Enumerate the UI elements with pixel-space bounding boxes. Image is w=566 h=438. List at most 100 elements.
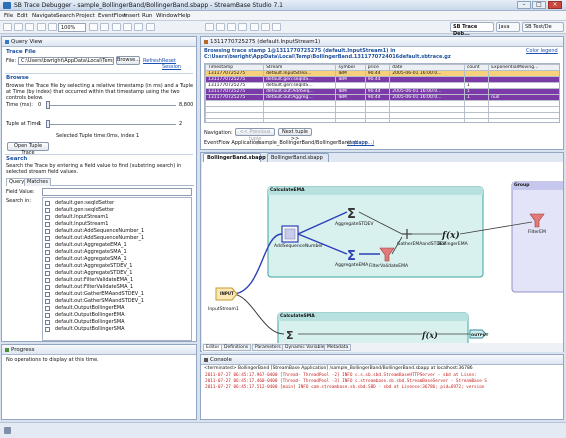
refresh-link[interactable]: Refresh — [143, 58, 162, 64]
minimize-button[interactable]: – — [517, 1, 531, 9]
bollinger-sma-icon[interactable]: f(x) — [421, 330, 438, 340]
arc-addseq-to-stdev[interactable] — [297, 211, 348, 235]
filter-validate-ema-icon[interactable] — [379, 247, 395, 262]
tab-editor[interactable]: Editor — [203, 344, 223, 351]
run-icon[interactable] — [205, 23, 214, 31]
tab-definitions[interactable]: Definitions — [221, 344, 252, 351]
zoom-out-icon[interactable] — [100, 23, 109, 31]
tab-metadata[interactable]: Metadata — [324, 344, 352, 351]
search-field-checkbox[interactable] — [45, 257, 50, 262]
maximize-button[interactable]: □ — [532, 1, 546, 9]
menu-run[interactable]: Run — [142, 13, 153, 19]
tab-parameters[interactable]: Parameters — [252, 344, 284, 351]
gather-ema-stdev-icon[interactable] — [402, 229, 412, 239]
settings-icon[interactable] — [146, 23, 155, 31]
menu-eventflow[interactable]: EventFlow — [98, 13, 127, 19]
search-field-checkbox[interactable] — [45, 278, 50, 283]
external-tools-icon[interactable] — [238, 23, 247, 31]
back-icon[interactable] — [261, 23, 270, 31]
tab-dynamic-variables[interactable]: Dynamic Variables — [282, 344, 330, 351]
arc-addseq-to-ema[interactable] — [297, 233, 348, 255]
editor-tab-bollingerband-active[interactable]: BollingerBand.sbapp — [203, 153, 266, 162]
stop-icon[interactable] — [227, 23, 236, 31]
close-button[interactable]: × — [548, 1, 562, 9]
search-field-checkbox[interactable] — [45, 313, 50, 318]
perspective-sb-test[interactable]: SB Test/De — [522, 22, 564, 32]
search-field-checkbox[interactable] — [45, 236, 50, 241]
search-field-checkbox[interactable] — [45, 306, 50, 311]
search-field-checkbox[interactable] — [45, 327, 50, 332]
output-stream-icon[interactable] — [469, 329, 487, 339]
search-field-checkbox[interactable] — [45, 292, 50, 297]
group-right[interactable] — [511, 181, 563, 293]
new-icon[interactable] — [3, 23, 12, 31]
search-field-checkbox[interactable] — [45, 264, 50, 269]
status-fastview-icon[interactable] — [4, 427, 11, 434]
arc-bollinger-to-right[interactable] — [459, 221, 533, 235]
search-field-checkbox[interactable] — [45, 215, 50, 220]
layout-icon[interactable] — [112, 23, 121, 31]
zoom-in-icon[interactable] — [89, 23, 98, 31]
eventflow-canvas[interactable]: Σ Σ f(x) Σ f(x) CalculateEMA Group Calcu… — [202, 162, 563, 343]
debug-icon[interactable] — [216, 23, 225, 31]
menu-file[interactable]: File — [4, 13, 14, 19]
progress-view-tab[interactable]: Progress — [11, 347, 35, 353]
perspective-trace-debugger[interactable]: SB Trace Deb... — [450, 22, 494, 37]
field-value-input[interactable] — [42, 188, 192, 196]
menu-help[interactable]: Help — [178, 13, 191, 19]
search-field-checkbox[interactable] — [45, 243, 50, 248]
print-icon[interactable] — [25, 23, 34, 31]
tab-matches[interactable]: Matches — [24, 178, 51, 186]
forward-icon[interactable] — [272, 23, 281, 31]
copy-icon[interactable] — [48, 23, 57, 31]
menu-project[interactable]: Project — [76, 13, 95, 19]
console-tab[interactable]: Console — [210, 357, 232, 363]
input-stream-icon[interactable] — [215, 287, 238, 301]
arc-input-to-sma[interactable] — [231, 293, 285, 335]
arc-filter-to-gather[interactable] — [391, 236, 403, 255]
file-path-input[interactable]: C:\Users\bwright\AppData\Local\Temp\Bo — [18, 57, 114, 65]
bollinger-ema-icon[interactable]: f(x) — [441, 230, 460, 241]
editor-tab-bollingerband[interactable]: BollingerBand.sbapp — [267, 153, 329, 162]
tuple-slider-track[interactable] — [46, 124, 176, 125]
time-slider-thumb[interactable] — [46, 101, 50, 109]
menu-navigate[interactable]: Navigate — [32, 13, 57, 19]
search-field-checkbox[interactable] — [45, 271, 50, 276]
search-field-checkbox[interactable] — [45, 250, 50, 255]
previous-tuple-button[interactable]: << Previous tuple — [235, 128, 275, 142]
align-icon[interactable] — [123, 23, 132, 31]
menu-search[interactable]: Search — [56, 13, 75, 19]
save-icon[interactable] — [14, 23, 23, 31]
aggregate-stdev-icon[interactable]: Σ — [347, 207, 356, 222]
color-legend-link[interactable]: Color legend — [526, 48, 558, 54]
search-field-checkbox[interactable] — [45, 208, 50, 213]
search-field-checkbox[interactable] — [45, 320, 50, 325]
search-icon[interactable] — [250, 23, 259, 31]
search-field-checkbox[interactable] — [45, 229, 50, 234]
search-field-checkbox[interactable] — [45, 285, 50, 290]
zoom-select[interactable]: 100% — [58, 23, 86, 32]
query-view-tab[interactable]: Query View — [11, 39, 43, 45]
menu-window[interactable]: Window — [156, 13, 178, 19]
menu-insert[interactable]: Insert — [124, 13, 140, 19]
search-field-checkbox[interactable] — [45, 299, 50, 304]
aggregate-sma-icon[interactable]: Σ — [286, 329, 294, 342]
arc-input-to-addseq[interactable] — [231, 233, 283, 295]
aggregate-ema-icon[interactable]: Σ — [347, 249, 356, 264]
filter-ema-right-icon[interactable] — [529, 213, 545, 228]
browse-button[interactable]: Browse... — [116, 56, 140, 65]
next-tuple-button[interactable]: Next tuple >> — [278, 128, 312, 142]
replace-link[interactable]: (replace...) — [347, 140, 375, 146]
open-tuple-trace-button[interactable]: Open Tuple Trace — [7, 142, 49, 156]
search-field-checkbox[interactable] — [45, 201, 50, 206]
cut-icon[interactable] — [37, 23, 46, 31]
perspective-java[interactable]: Java — [496, 22, 520, 32]
menu-edit[interactable]: Edit — [17, 13, 28, 19]
trace-view-tab[interactable]: 1311770725275 (default.InputStream1) — [210, 39, 321, 45]
reset-session-link[interactable]: Reset Session — [162, 58, 182, 70]
search-field-checkbox[interactable] — [45, 222, 50, 227]
grid-icon[interactable] — [134, 23, 143, 31]
time-slider-track[interactable] — [46, 105, 176, 106]
tuple-slider-thumb[interactable] — [46, 120, 50, 128]
